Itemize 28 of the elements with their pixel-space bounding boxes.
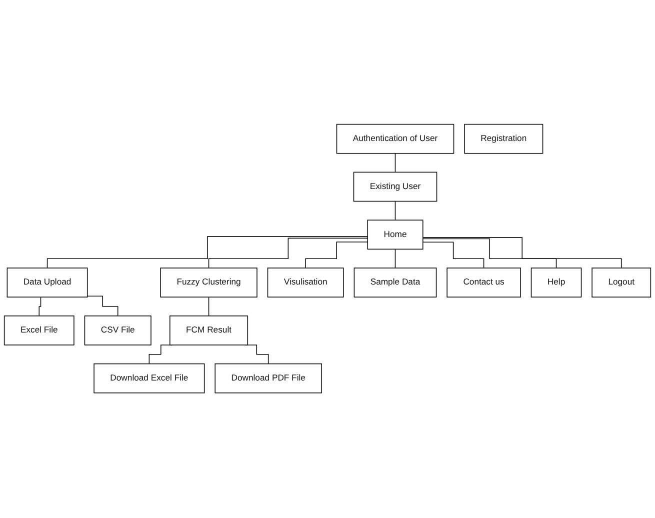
node-box: Download PDF File [214,364,322,394]
node-box: Contact us [446,268,521,298]
connector [208,297,210,317]
node-box: Home [367,220,424,250]
connector [394,249,396,269]
node-box: Data Upload [6,268,88,298]
node-box: Download Excel File [94,364,205,394]
node-box: Visulisation [267,268,344,298]
node-box: Help [530,268,582,298]
node-box: Excel File [4,316,74,346]
node-box: Sample Data [354,268,437,298]
node-box: Authentication of User [336,124,454,154]
node-box: Existing User [353,172,438,202]
node-box: Logout [592,268,652,298]
node-box: Registration [464,124,544,154]
connector [422,238,557,269]
connector [422,238,622,269]
connector [394,153,396,174]
node-box: CSV File [84,316,152,346]
connector [38,297,43,317]
connector [422,242,484,269]
node-box: Fuzzy Clustering [160,268,258,298]
node-box: FCM Result [169,316,248,346]
connector [86,296,118,317]
connector [394,201,396,221]
connector [305,242,368,269]
connector [208,238,368,269]
connector [46,236,368,269]
